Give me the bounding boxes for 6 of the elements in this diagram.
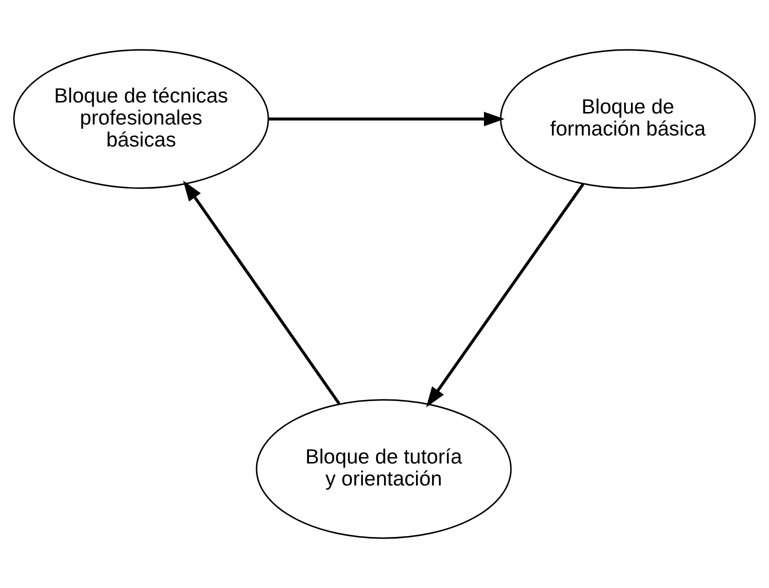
node-ellipse: Bloque de tutoría y orientación [256,399,512,539]
arrow [268,112,505,126]
arrow [426,183,584,408]
node-ellipse: Bloque de formación básica [500,49,756,189]
arrow [183,180,340,405]
node-ellipse: Bloque de técnicas profesionales básicas [13,49,270,189]
